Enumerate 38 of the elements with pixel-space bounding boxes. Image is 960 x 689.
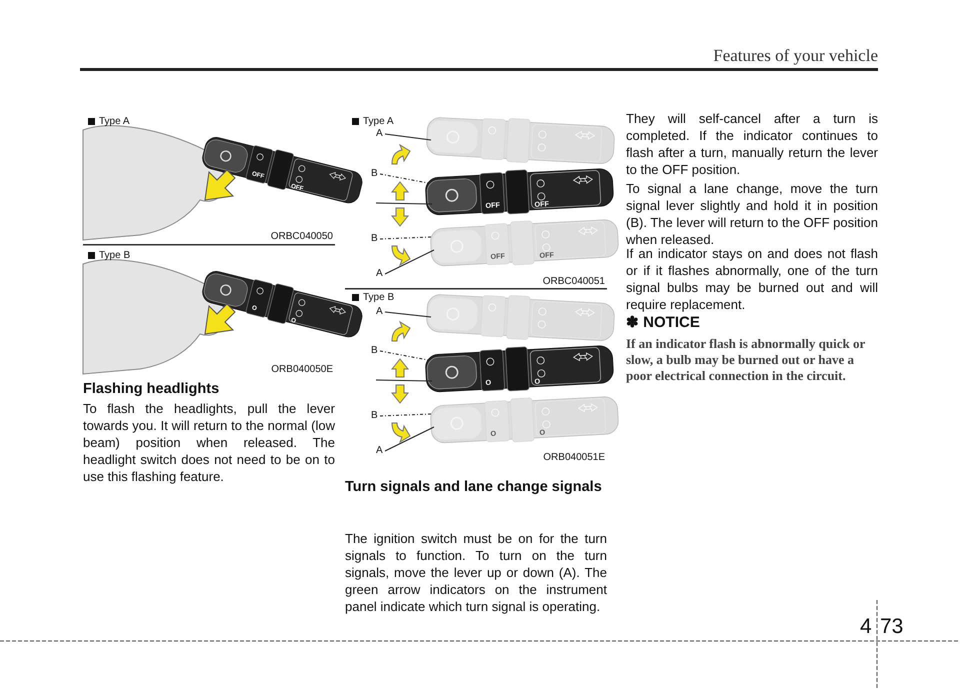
body-text: The ignition switch must be on for the turn signals to function. To turn on the turn signals, move the lever up or down (A). The green arrow indicators on the instrument panel indicate which turn signal is operating. — [345, 530, 607, 615]
callout-letter: A — [376, 268, 383, 279]
page-number: 73 — [880, 615, 904, 639]
leader-line — [376, 202, 432, 204]
callout-letter: A — [376, 306, 383, 317]
leader-line — [384, 250, 434, 274]
leader-line — [384, 426, 434, 452]
callout-letter: A — [376, 128, 383, 139]
leader-line — [384, 312, 432, 318]
notice-heading: ✽ NOTICE — [626, 313, 701, 331]
figure-label: Type B — [99, 250, 132, 261]
callout-letter: B — [371, 168, 378, 179]
section-heading: Turn signals and lane change signals — [345, 478, 603, 496]
notice-text: If an indicator flash is abnormally quick or slow, a bulb may be burned out or have a poor electrical connection in the circuit. — [626, 336, 866, 384]
leader-line — [380, 236, 432, 240]
body-text: To flash the headlights, pull the lever towards you. It will return to the normal (low beam) position when released. The headlight switch does not need to be on to use this flashing feature. — [83, 400, 335, 485]
section-heading: Flashing headlights — [83, 380, 220, 398]
figure-code: ORB040051E — [542, 452, 605, 463]
figure-label: Type B — [363, 292, 396, 303]
leader-line — [384, 134, 432, 140]
callout-letter: B — [371, 233, 378, 244]
figure-code: ORB040050E — [270, 364, 333, 375]
body-text: If an indicator stays on and does not flash or if it flashes abnormally, one of the turn signal bulbs may be burned out and will require replacement. — [626, 245, 878, 313]
leader-line — [380, 414, 432, 416]
body-text: To signal a lane change, move the turn signal lever slightly and hold it in position (B). The lever will return to the OFF position when released. — [626, 180, 878, 248]
figure-code: ORBC040050 — [270, 231, 333, 242]
callout-letter: B — [371, 345, 378, 356]
chapter-number: 4 — [860, 615, 873, 639]
figure-label: Type A — [99, 116, 131, 127]
figure-label: Type A — [363, 116, 395, 127]
callout-letter: A — [376, 445, 383, 456]
callout-letter: B — [371, 410, 378, 421]
leader-line — [376, 380, 432, 382]
leader-line — [380, 174, 428, 184]
figure-code: ORBC040051 — [542, 276, 605, 287]
leader-line — [380, 350, 428, 360]
body-text: They will self-cancel after a turn is completed. If the indicator continues to flash after a turn, manually return the lever to the OFF position. — [626, 110, 878, 178]
running-header: Features of your vehicle — [712, 46, 878, 66]
